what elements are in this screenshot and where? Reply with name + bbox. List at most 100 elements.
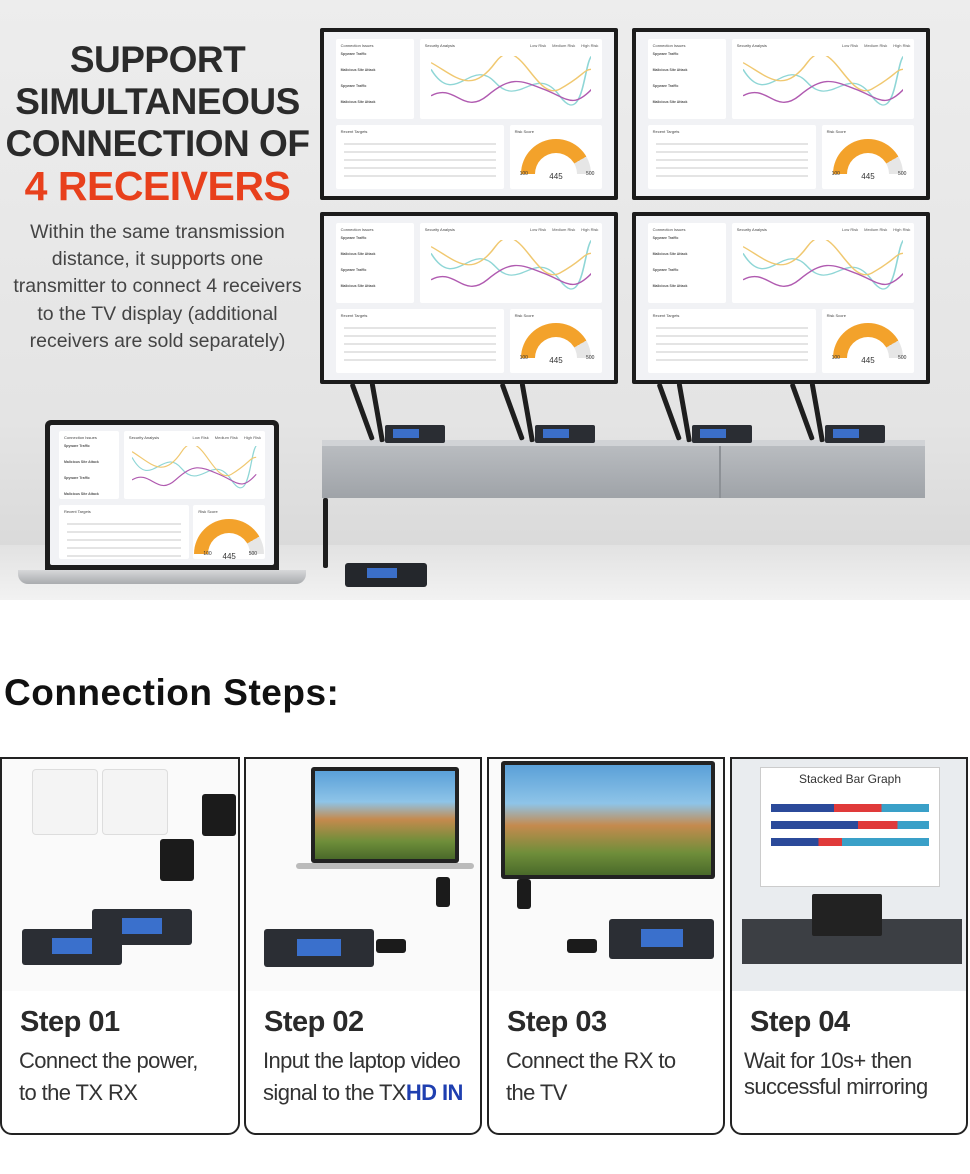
receiver-device-1 xyxy=(385,425,445,443)
legend-item: Medium Risk xyxy=(864,226,888,232)
legend-item: Medium Risk xyxy=(552,42,576,48)
table-row xyxy=(66,554,181,557)
legend-item: Medium Risk xyxy=(864,42,888,48)
risk-gauge xyxy=(194,518,265,554)
laptop xyxy=(812,894,882,936)
legend-item: Low Risk xyxy=(529,42,547,48)
table-row xyxy=(343,175,496,178)
transmitter-device xyxy=(264,929,374,967)
step-title: Step 02 xyxy=(264,1006,364,1038)
issue-item: Spyware Traffic xyxy=(652,235,679,240)
issue-item: Malicious Site Attack xyxy=(63,491,99,496)
step-card-1: Step 01 Connect the power,to the TX RX xyxy=(0,757,240,1135)
table-row xyxy=(66,546,181,549)
table-row xyxy=(343,359,496,362)
table-row xyxy=(655,359,808,362)
hd-in-label: HD IN xyxy=(405,1080,463,1105)
wall-socket-icon xyxy=(102,769,168,835)
step-description: Connect the power,to the TX RX xyxy=(19,1048,198,1105)
step-title: Step 01 xyxy=(20,1006,120,1038)
legend-item: High Risk xyxy=(581,226,599,232)
risk-gauge xyxy=(520,323,591,359)
hero-description: Within the same transmission distance, i… xyxy=(13,221,302,352)
antenna xyxy=(323,498,328,568)
issue-item: Spyware Traffic xyxy=(652,267,679,272)
risk-gauge xyxy=(520,139,591,175)
receiver-device xyxy=(609,919,714,959)
legend-item: High Risk xyxy=(893,226,911,232)
risk-score-value: 445 xyxy=(861,172,875,182)
table-row xyxy=(343,151,496,154)
tv-cabinet xyxy=(322,440,925,498)
table-row xyxy=(343,159,496,162)
issue-item: Spyware Traffic xyxy=(340,267,367,272)
line-chart xyxy=(430,56,592,106)
table-row xyxy=(655,351,808,354)
issue-item: Malicious Site Attack xyxy=(340,99,376,104)
power-adapter xyxy=(202,794,236,836)
risk-score-value: 445 xyxy=(549,356,563,366)
risk-score-value: 445 xyxy=(222,551,236,561)
step-4-image: Stacked Bar Graph xyxy=(732,759,966,991)
legend-item: High Risk xyxy=(243,434,262,440)
tv-screen xyxy=(501,761,715,879)
projection-screen: Stacked Bar Graph xyxy=(760,767,940,887)
legend-item: High Risk xyxy=(893,42,911,48)
issue-item: Spyware Traffic xyxy=(63,443,90,448)
step-3-image xyxy=(489,759,723,991)
table-row xyxy=(655,151,808,154)
legend-item: Low Risk xyxy=(841,226,859,232)
step-title: Step 04 xyxy=(750,1006,850,1038)
issue-item: Malicious Site Attack xyxy=(63,459,99,464)
table-row xyxy=(655,327,808,330)
issue-item: Spyware Traffic xyxy=(340,51,367,56)
power-adapter xyxy=(160,839,194,881)
table-row xyxy=(66,530,181,533)
issue-item: Spyware Traffic xyxy=(63,475,90,480)
risk-gauge xyxy=(832,139,903,175)
table-row xyxy=(655,343,808,346)
legend-item: Low Risk xyxy=(529,226,547,232)
issue-item: Spyware Traffic xyxy=(652,83,679,88)
issue-item: Malicious Site Attack xyxy=(652,283,688,288)
step-2-image xyxy=(246,759,480,991)
hdmi-plug xyxy=(376,939,406,953)
transmitter-device xyxy=(345,563,427,587)
legend-item: High Risk xyxy=(581,42,599,48)
hdmi-plug xyxy=(436,877,450,907)
issue-item: Malicious Site Attack xyxy=(652,67,688,72)
table-row xyxy=(66,538,181,541)
hdmi-plug xyxy=(567,939,597,953)
risk-gauge xyxy=(832,323,903,359)
step-1-image xyxy=(2,759,238,991)
issue-item: Spyware Traffic xyxy=(340,83,367,88)
issue-item: Malicious Site Attack xyxy=(340,251,376,256)
headline-line-1: SUPPORT xyxy=(69,39,246,80)
issue-item: Malicious Site Attack xyxy=(340,283,376,288)
legend-item: Low Risk xyxy=(192,434,209,440)
laptop-base xyxy=(296,863,474,869)
legend-item: Low Risk xyxy=(841,42,859,48)
line-chart xyxy=(742,56,904,106)
risk-score-value: 445 xyxy=(861,356,875,366)
table-row xyxy=(655,167,808,170)
